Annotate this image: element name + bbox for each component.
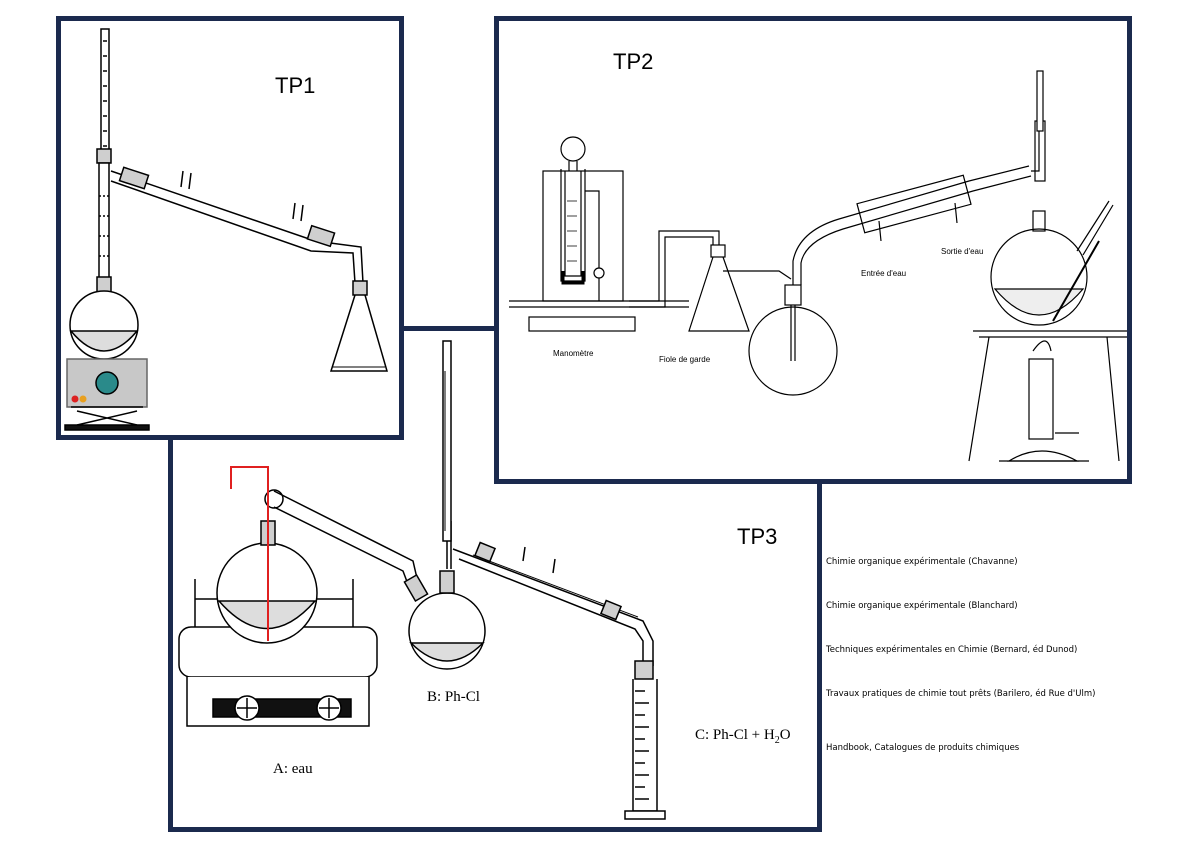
tp2-drawing (509, 70, 1127, 462)
reference-item: Chimie organique expérimentale (Blanchar… (826, 601, 1018, 611)
tp2-title: TP2 (613, 49, 654, 74)
label-b-ph-cl: B: Ph-Cl (427, 689, 480, 705)
tp1-title: TP1 (275, 73, 316, 98)
label-sortie-eau: Sortie d'eau (941, 247, 984, 256)
label-entree-eau: Entrée d'eau (861, 269, 907, 278)
reference-item: Chimie organique expérimentale (Chavanne… (826, 557, 1018, 567)
tp1-panel: TP1 (56, 16, 404, 440)
label-c-subscript: 2 (774, 735, 780, 746)
reference-item: Travaux pratiques de chimie tout prêts (… (826, 689, 1096, 699)
reference-item: Handbook, Catalogues de produits chimiqu… (826, 743, 1020, 753)
tp3-drawing (178, 340, 666, 820)
label-a-water: A: eau (273, 761, 313, 777)
label-manometre: Manomètre (553, 349, 594, 358)
tp2-panel: TP2 Manomètre Fiole de garde Entrée d'ea… (494, 16, 1132, 484)
reference-item: Techniques expérimentales en Chimie (Ber… (826, 645, 1078, 655)
label-c-end: O (779, 727, 791, 743)
label-c-mixture: C: Ph-Cl + H2O (695, 727, 791, 746)
tp1-drawing (64, 28, 388, 431)
label-fiole-de-garde: Fiole de garde (659, 355, 711, 364)
tp3-title: TP3 (737, 524, 778, 549)
label-c-main: C: Ph-Cl + H (695, 727, 775, 743)
